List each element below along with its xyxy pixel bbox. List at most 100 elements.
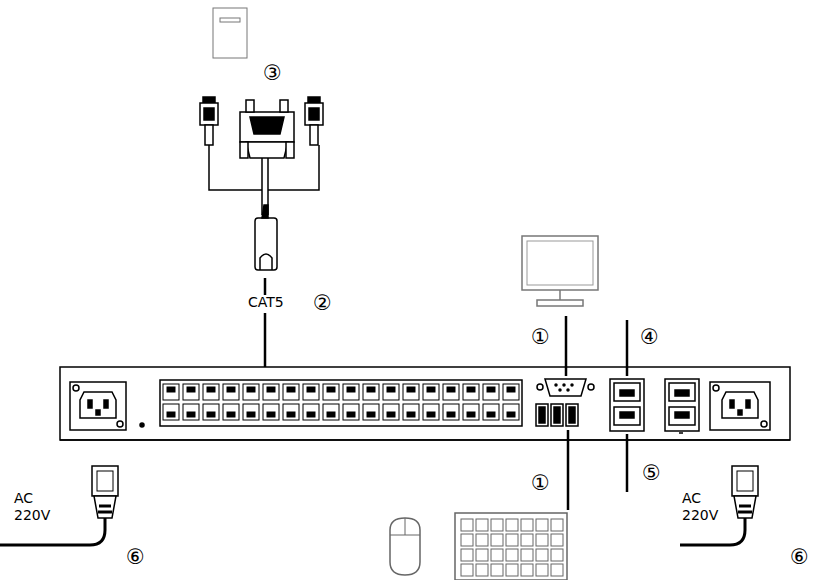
port-latch	[207, 412, 215, 417]
port-latch	[327, 412, 335, 417]
port-latch	[347, 387, 355, 392]
port-latch	[447, 412, 455, 417]
key	[521, 534, 533, 546]
rj45-port	[423, 384, 439, 400]
port-latch	[387, 387, 395, 392]
rj45-port	[203, 404, 219, 420]
port-latch	[347, 412, 355, 417]
port-latch	[367, 387, 375, 392]
key	[491, 549, 503, 561]
port-latch	[267, 387, 275, 392]
rj45-port	[283, 384, 299, 400]
port-latch	[167, 412, 175, 417]
port-latch	[367, 412, 375, 417]
rj45-port	[363, 404, 379, 420]
port-latch	[327, 387, 335, 392]
port-latch	[407, 412, 415, 417]
key	[491, 564, 503, 576]
port-latch	[467, 387, 475, 392]
rj45-port	[323, 384, 339, 400]
port-latch	[507, 412, 515, 417]
key	[551, 549, 563, 561]
port-latch	[187, 387, 195, 392]
rj45-port	[483, 384, 499, 400]
key	[536, 564, 548, 576]
key	[551, 534, 563, 546]
rj45-port	[483, 404, 499, 420]
key	[521, 564, 533, 576]
rj45-port	[323, 404, 339, 420]
rj45-port	[223, 384, 239, 400]
cable-label: CAT5	[248, 295, 284, 310]
port-latch	[487, 387, 495, 392]
callout-number: ③	[263, 62, 282, 85]
port-latch	[287, 412, 295, 417]
key	[476, 564, 488, 576]
port-latch	[447, 387, 455, 392]
port-latch	[307, 412, 315, 417]
port-latch	[227, 387, 235, 392]
rj45-port	[163, 404, 179, 420]
rj45-port	[223, 404, 239, 420]
port-latch	[427, 412, 435, 417]
callout-number: ⑥	[126, 546, 145, 569]
port-latch	[467, 412, 475, 417]
port-latch	[207, 387, 215, 392]
rj45-port	[203, 384, 219, 400]
port-latch	[287, 387, 295, 392]
rj45-port	[183, 404, 199, 420]
key	[506, 564, 518, 576]
rj45-port	[243, 404, 259, 420]
rj45-port	[463, 404, 479, 420]
port-latch	[187, 412, 195, 417]
key	[461, 519, 473, 531]
rj45-port	[303, 404, 319, 420]
key	[461, 534, 473, 546]
key	[461, 549, 473, 561]
rj45-port	[263, 384, 279, 400]
port-latch	[227, 412, 235, 417]
key	[521, 549, 533, 561]
rj45-port	[423, 404, 439, 420]
port-latch	[247, 387, 255, 392]
key	[536, 534, 548, 546]
callout-number: ⑥	[790, 546, 809, 569]
rj45-port	[243, 384, 259, 400]
key	[491, 519, 503, 531]
callout-number: ⑤	[642, 462, 661, 485]
callout-number: ②	[313, 292, 332, 315]
port-latch	[167, 387, 175, 392]
port-latch	[427, 387, 435, 392]
key	[506, 549, 518, 561]
key	[551, 519, 563, 531]
key	[536, 549, 548, 561]
port-latch	[507, 387, 515, 392]
key	[506, 519, 518, 531]
key	[461, 564, 473, 576]
rj45-port	[383, 384, 399, 400]
rj45-port	[283, 404, 299, 420]
port-latch	[487, 412, 495, 417]
rj45-port	[463, 384, 479, 400]
rj45-port	[383, 404, 399, 420]
rj45-port	[403, 404, 419, 420]
key	[551, 564, 563, 576]
callout-number: ①	[531, 472, 550, 495]
rj45-port	[443, 404, 459, 420]
port-latch	[387, 412, 395, 417]
port-latch	[407, 387, 415, 392]
voltage-label: AC 220V	[682, 490, 722, 524]
key	[476, 534, 488, 546]
key	[491, 534, 503, 546]
callout-number: ④	[640, 326, 659, 349]
rj45-port	[303, 384, 319, 400]
port-latch	[247, 412, 255, 417]
rj45-port	[163, 384, 179, 400]
rj45-port	[503, 384, 519, 400]
rj45-port	[503, 404, 519, 420]
port-latch	[267, 412, 275, 417]
port-latch	[307, 387, 315, 392]
key	[536, 519, 548, 531]
rj45-port	[343, 404, 359, 420]
